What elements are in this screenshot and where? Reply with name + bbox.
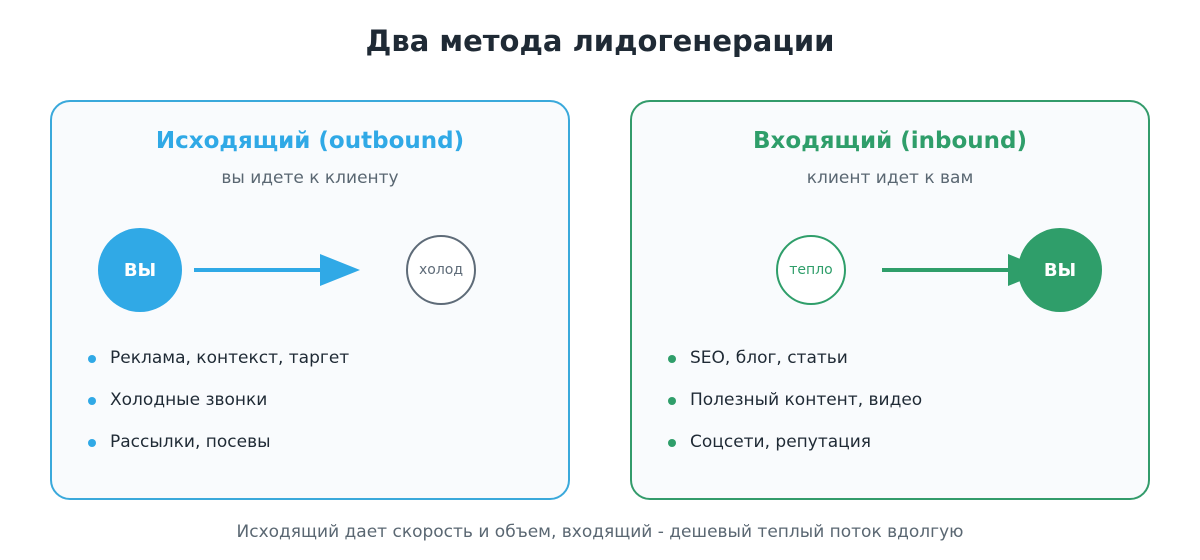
bullet-icon [668,397,676,405]
inbound-list: SEO, блог, статьи Полезный контент, виде… [668,348,922,474]
list-item: Соцсети, репутация [668,432,922,474]
list-item: SEO, блог, статьи [668,348,922,390]
list-item: Холодные звонки [88,390,349,432]
outbound-subtitle: вы идете к клиенту [221,168,399,188]
bullet-icon [88,397,96,405]
outbound-list: Реклама, контекст, таргет Холодные звонк… [88,348,349,474]
inbound-you-label: ВЫ [1043,259,1077,281]
bullet-icon [88,439,96,447]
outbound-cold-label: холод [418,262,464,278]
inbound-warm-label: тепло [789,262,833,278]
outbound-you-label: ВЫ [123,259,157,281]
page-title: Два метода лидогенерации [365,24,835,58]
outbound-cold-circle: холод [406,235,476,305]
inbound-you-circle: ВЫ [1018,228,1102,312]
inbound-subtitle: клиент идет к вам [806,168,974,188]
list-item: Рассылки, посевы [88,432,349,474]
outbound-arrow-icon [194,254,360,286]
bullet-icon [88,355,96,363]
outbound-you-circle: ВЫ [98,228,182,312]
list-item: Реклама, контекст, таргет [88,348,349,390]
bullet-icon [668,439,676,447]
inbound-title: Входящий (inbound) [753,128,1027,154]
list-item: Полезный контент, видео [668,390,922,432]
outbound-title: Исходящий (outbound) [155,128,465,154]
outbound-panel: Исходящий (outbound) вы идете к клиенту … [50,100,570,500]
inbound-panel: Входящий (inbound) клиент идет к вам теп… [630,100,1150,500]
footer-note: Исходящий дает скорость и объем, входящи… [236,522,964,542]
inbound-warm-circle: тепло [776,235,846,305]
bullet-icon [668,355,676,363]
